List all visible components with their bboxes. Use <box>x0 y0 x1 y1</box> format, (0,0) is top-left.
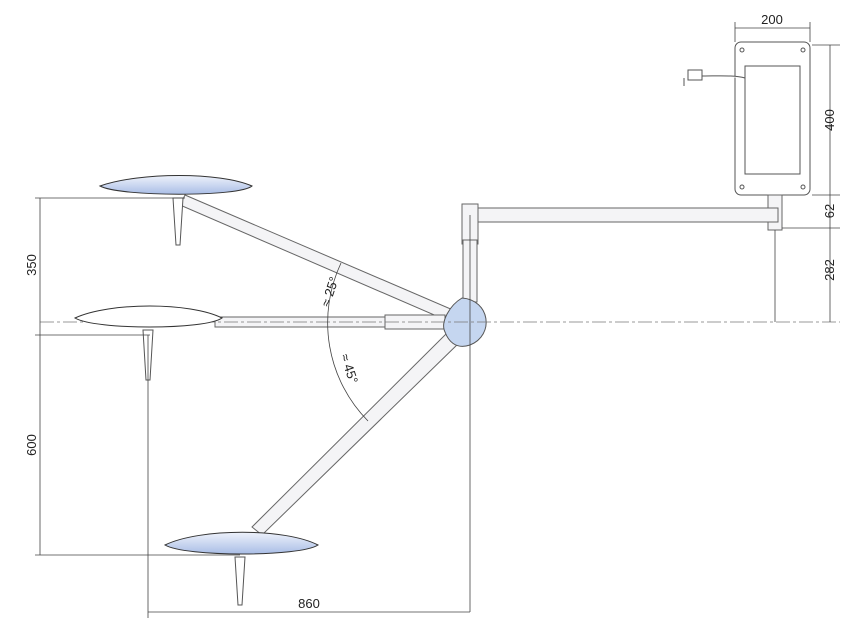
power-plug-icon <box>683 69 746 86</box>
lamp-head-middle <box>73 305 223 381</box>
lamp-head-upper <box>98 175 253 246</box>
lower-lamp-arm <box>251 329 463 536</box>
dim-plate-width: 200 <box>761 12 783 27</box>
angle-up-label: ≈ 25° <box>318 275 342 309</box>
dim-reach: 860 <box>298 596 320 611</box>
angle-down-label: ≈ 45° <box>337 352 361 386</box>
lamp-head-lower <box>163 531 319 606</box>
dim-upper-height: 350 <box>24 254 39 276</box>
dim-arm-drop: 282 <box>822 259 837 281</box>
horizontal-ceiling-arm <box>461 203 779 303</box>
wall-mount-plate <box>734 41 811 231</box>
dim-lower-height: 600 <box>24 434 39 456</box>
dim-mount-offset: 62 <box>822 204 837 218</box>
dim-plate-height: 400 <box>822 109 837 131</box>
